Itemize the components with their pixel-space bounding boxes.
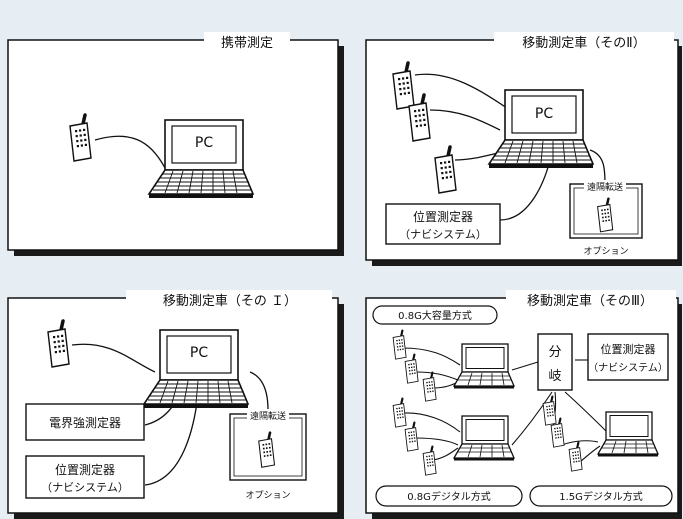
panel-car1: 移動測定車（その Ｉ） PC 電界強測定器 位置測定器 （ナビシステム） 遠隔転… <box>7 290 344 519</box>
branch-label-1: 分 <box>548 345 561 360</box>
position-meter-label: 位置測定器 <box>601 342 656 356</box>
panel-car2-title: 移動測定車（そのⅡ） <box>522 36 645 51</box>
navi-system-label: （ナビシステム） <box>41 481 129 494</box>
position-meter-label: 位置測定器 <box>55 462 115 477</box>
remote-transfer-label: 遠隔転送 <box>587 181 623 193</box>
band-0.8g-digital-pill <box>375 485 523 507</box>
position-meter-box <box>25 455 145 499</box>
band-1.5g-digital-pill <box>529 485 673 507</box>
band-1.5g-digital-label: 1.5Gデジタル方式 <box>559 490 642 503</box>
position-meter-box <box>385 203 501 245</box>
position-meter-box <box>587 333 669 381</box>
laptop-pc-icon <box>143 329 249 409</box>
option-label: オプション <box>583 246 628 257</box>
remote-transfer-label: 遠隔転送 <box>250 410 286 422</box>
field-strength-meter-label: 電界強測定器 <box>49 415 121 430</box>
pc-label: PC <box>190 345 208 361</box>
connection-cable <box>94 135 166 169</box>
panel-car3-title: 移動測定車（そのⅢ） <box>527 294 653 309</box>
band-0.8g-high-capacity-pill <box>372 305 498 325</box>
pc-label: PC <box>535 106 553 122</box>
panel-car2: 移動測定車（そのⅡ） PC 位置測定器 （ナビシステム） 遠隔転送 オプション <box>365 32 682 266</box>
position-meter-label: 位置測定器 <box>413 209 473 224</box>
laptop-icon-c <box>597 411 659 458</box>
band-0.8g-digital-label: 0.8Gデジタル方式 <box>407 490 490 503</box>
panel-portable: 携帯測定 PC <box>7 32 344 256</box>
laptop-icon-a <box>453 343 515 390</box>
navi-system-label: （ナビシステム） <box>399 228 487 241</box>
branch-label-2: 岐 <box>548 369 561 384</box>
panel-car3: 移動測定車（そのⅢ） 0.8G大容量方式 <box>365 290 682 519</box>
option-label: オプション <box>245 490 290 501</box>
panel-portable-title: 携帯測定 <box>221 35 273 51</box>
branch-box <box>537 333 573 391</box>
pc-label: PC <box>195 135 213 151</box>
laptop-pc-icon <box>488 89 594 169</box>
field-strength-meter-box <box>25 403 145 441</box>
navi-system-label: （ナビシステム） <box>588 362 668 374</box>
band-0.8g-high-capacity-label: 0.8G大容量方式 <box>398 309 472 322</box>
laptop-icon-b <box>453 415 515 462</box>
laptop-pc-icon <box>148 119 254 199</box>
panel-car1-title: 移動測定車（その Ｉ） <box>163 294 297 309</box>
